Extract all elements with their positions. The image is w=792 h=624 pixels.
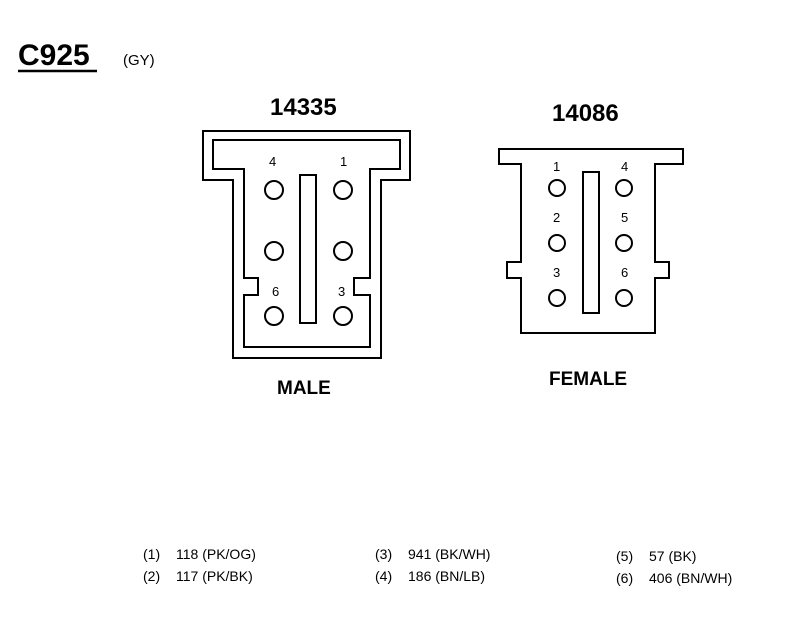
male-pin-label-1: 1	[340, 154, 347, 169]
legend-desc-4: 186 (BN/LB)	[408, 568, 485, 584]
legend-num-6: (6)	[616, 570, 633, 586]
male-part-number: 14335	[270, 94, 337, 121]
male-pin-5	[264, 241, 284, 261]
female-center-key	[582, 171, 600, 314]
male-pin-label-3: 3	[338, 284, 345, 299]
legend-num-4: (4)	[375, 568, 392, 584]
male-pin-2	[333, 241, 353, 261]
female-pin-label-3: 3	[553, 265, 560, 280]
male-connector	[202, 130, 411, 359]
legend-num-2: (2)	[143, 568, 160, 584]
legend-desc-6: 406 (BN/WH)	[649, 570, 732, 586]
female-part-number: 14086	[552, 100, 619, 127]
male-pin-1	[333, 180, 353, 200]
female-pin-4	[615, 179, 633, 197]
legend-desc-5: 57 (BK)	[649, 548, 696, 564]
female-outline	[498, 148, 684, 334]
legend-desc-3: 941 (BK/WH)	[408, 546, 490, 562]
female-pin-label-5: 5	[621, 210, 628, 225]
female-pin-6	[615, 289, 633, 307]
female-pin-5	[615, 234, 633, 252]
female-connector	[498, 148, 684, 334]
male-pin-label-6: 6	[272, 284, 279, 299]
legend-desc-2: 117 (PK/BK)	[176, 568, 253, 584]
male-pin-6	[264, 306, 284, 326]
female-pin-label-2: 2	[553, 210, 560, 225]
female-pin-2	[548, 234, 566, 252]
wire-legend: (1) 118 (PK/OG) (2) 117 (PK/BK) (3) 941 …	[143, 546, 732, 586]
legend-num-3: (3)	[375, 546, 392, 562]
male-center-key	[299, 174, 317, 324]
male-outer-outline	[202, 130, 411, 359]
female-pin-label-4: 4	[621, 159, 628, 174]
female-label: FEMALE	[549, 369, 627, 390]
female-pin-label-6: 6	[621, 265, 628, 280]
male-inner-outline	[212, 139, 401, 348]
female-pin-1	[548, 179, 566, 197]
legend-desc-1: 118 (PK/OG)	[176, 546, 256, 562]
female-pin-3	[548, 289, 566, 307]
male-pin-4	[264, 180, 284, 200]
male-label: MALE	[277, 378, 331, 399]
male-pin-label-4: 4	[269, 154, 276, 169]
legend-num-5: (5)	[616, 548, 633, 564]
female-pin-label-1: 1	[553, 159, 560, 174]
connector-id: C925	[18, 39, 90, 72]
legend-num-1: (1)	[143, 546, 160, 562]
connector-color: (GY)	[123, 52, 155, 69]
male-pin-3	[333, 306, 353, 326]
